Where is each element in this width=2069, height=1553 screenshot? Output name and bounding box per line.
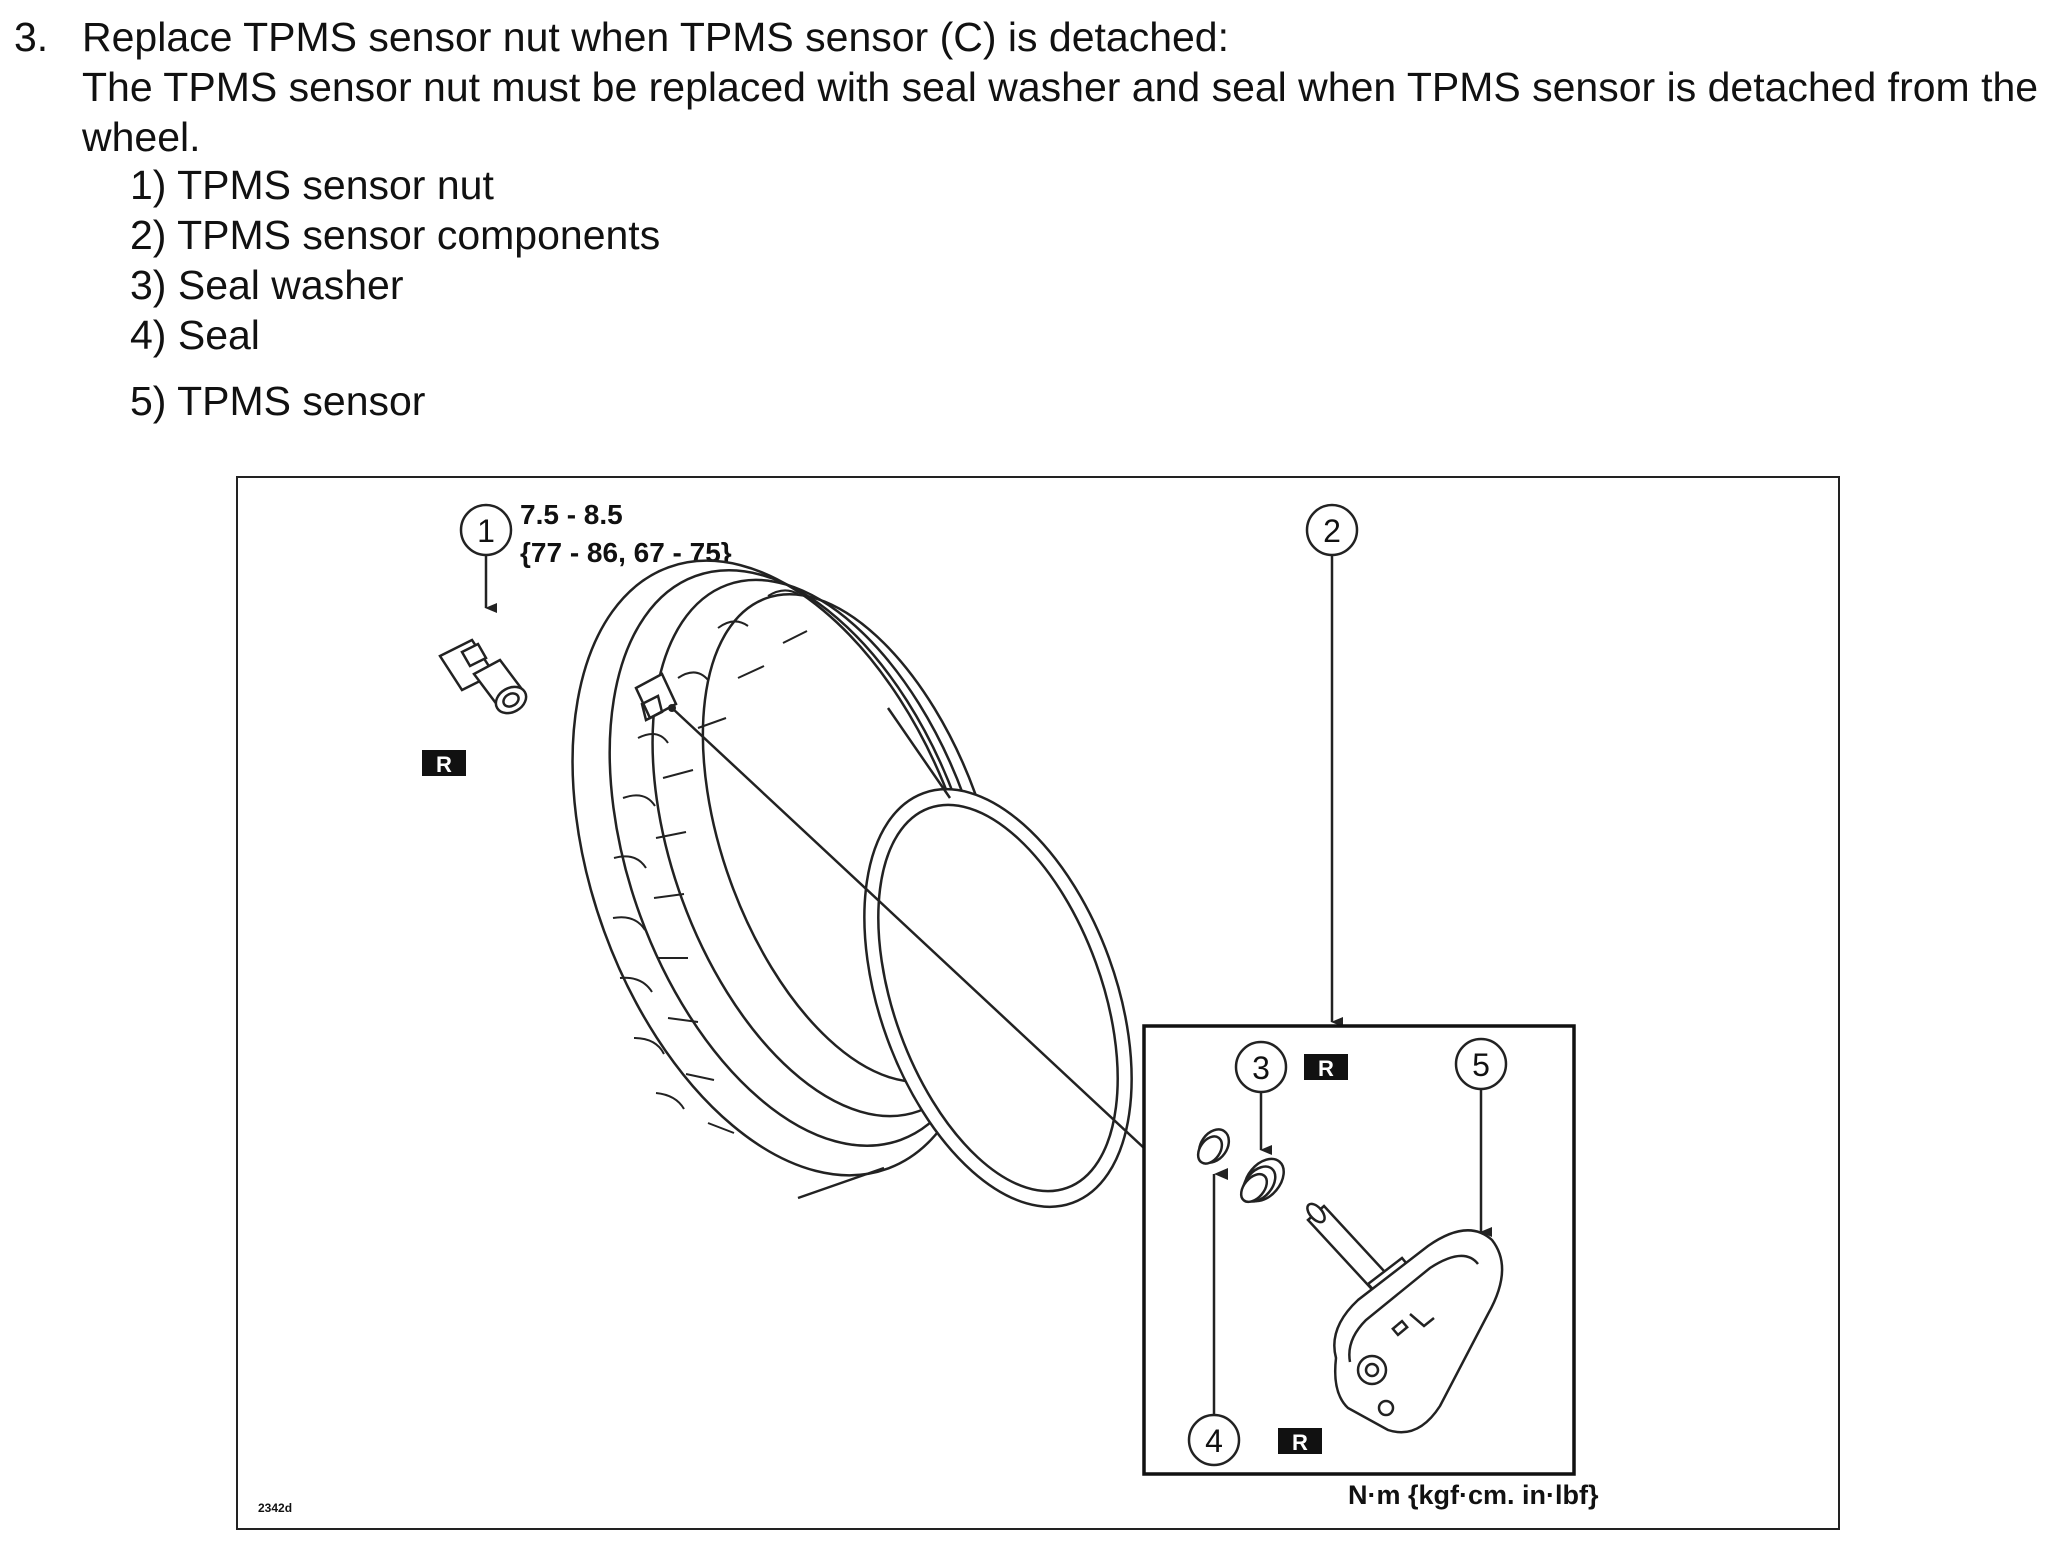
list-item: 1) TPMS sensor nut	[130, 162, 494, 208]
seal-washer-icon	[1239, 1157, 1285, 1204]
callout-number: 5	[1472, 1047, 1490, 1083]
tire-wheel-illustration	[571, 559, 1133, 1209]
replace-badge	[1304, 1054, 1348, 1080]
callout-2: 2	[1305, 503, 1359, 1027]
replace-badge	[422, 750, 466, 776]
seal-icon	[1196, 1128, 1231, 1165]
step-description: The TPMS sensor nut must be replaced wit…	[82, 64, 2039, 160]
parts-list: 1) TPMS sensor nut 2) TPMS sensor compon…	[130, 160, 660, 426]
step-heading: 3. Replace TPMS sensor nut when TPMS sens…	[14, 12, 1229, 62]
callout-circle	[1187, 1413, 1241, 1467]
replace-badge	[1278, 1428, 1322, 1454]
callout-5: 5	[1454, 1037, 1508, 1237]
step-number: 3.	[14, 14, 49, 60]
torque-value: 7.5 - 8.5	[520, 499, 623, 530]
list-item: 3) Seal washer	[130, 262, 404, 308]
exploded-diagram: 1 7.5 - 8.5 {77 - 86, 67 - 75} R	[236, 476, 1840, 1530]
step-title: Replace TPMS sensor nut when TPMS sensor…	[82, 14, 1229, 60]
sensor-nut-icon	[438, 638, 528, 715]
callout-number: 4	[1205, 1423, 1223, 1459]
diagram-canvas: 1 7.5 - 8.5 {77 - 86, 67 - 75} R	[258, 499, 1599, 1515]
list-item: 2) TPMS sensor components	[130, 212, 661, 258]
callout-number: 3	[1252, 1050, 1270, 1086]
replace-badge-label: R	[1318, 1056, 1334, 1081]
replace-badge-label: R	[436, 752, 452, 777]
callout-number: 1	[477, 513, 495, 549]
list-item: 5) TPMS sensor	[130, 378, 426, 424]
units-label: N·m {kgf·cm. in·lbf}	[1348, 1480, 1599, 1510]
callout-1: 1	[459, 503, 513, 613]
leader-line	[671, 707, 1145, 1149]
callout-number: 2	[1323, 513, 1341, 549]
callout-4: 4	[1187, 1168, 1241, 1467]
tpms-sensor-icon	[1306, 1202, 1504, 1434]
replace-badge-label: R	[1292, 1430, 1308, 1455]
list-item: 4) Seal	[130, 312, 260, 358]
callout-3: 3	[1234, 1040, 1288, 1155]
figure-id: 2342d	[258, 1501, 292, 1515]
